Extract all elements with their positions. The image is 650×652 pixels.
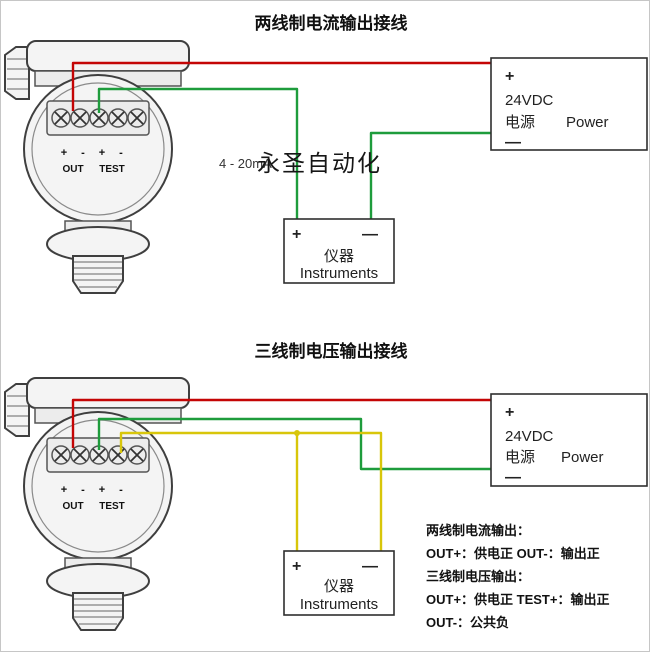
transmitter-device-1 xyxy=(4,40,190,294)
note-line-3: 三线制电压输出： xyxy=(426,569,530,584)
wire-yellow-signal-2 xyxy=(119,431,383,551)
power-label-en: Power xyxy=(561,449,604,466)
instrument-box-2: + — 仪器 Instruments xyxy=(283,550,395,616)
instrument-box-outline xyxy=(283,218,395,284)
instrument-label-cn: 仪器 xyxy=(324,578,354,595)
instrument-plus-label: + xyxy=(292,558,301,575)
wire-green-return-1 xyxy=(369,131,492,219)
terminal-label-out: OUT xyxy=(62,501,83,512)
note-line-1: 两线制电流输出： xyxy=(426,523,530,538)
wire-green-common-2 xyxy=(97,417,492,471)
note-line-2: OUT+：供电正 OUT-：输出正 xyxy=(426,546,600,561)
terminal-label-out: OUT xyxy=(62,164,83,175)
power-minus-label: — xyxy=(505,469,521,486)
power-box-outline xyxy=(490,57,648,151)
terminal-label-plus1: + xyxy=(61,147,67,159)
power-label-cn: 电源 xyxy=(505,449,535,466)
wire-junction-dot xyxy=(294,430,300,436)
instrument-plus-label: + xyxy=(292,226,301,243)
wire-red-supply-1 xyxy=(71,61,492,111)
instrument-box-outline xyxy=(283,550,395,616)
terminal-label-test: TEST xyxy=(99,164,125,175)
power-voltage-label: 24VDC xyxy=(505,92,554,109)
terminal-label-minus2: - xyxy=(119,147,123,159)
power-supply-box-1: + 24VDC 电源 Power — xyxy=(490,57,648,151)
wiring-notes: 两线制电流输出： OUT+：供电正 OUT-：输出正 三线制电压输出： OUT+… xyxy=(426,523,609,630)
diagram2-title: 三线制电压输出接线 xyxy=(255,341,408,361)
instrument-box-1: + — 仪器 Instruments xyxy=(283,218,395,284)
instrument-minus-label: — xyxy=(362,558,378,575)
instrument-label-cn: 仪器 xyxy=(324,248,354,265)
watermark-text: 永圣自动化 xyxy=(257,150,382,176)
power-minus-label: — xyxy=(505,134,521,151)
terminal-label-test: TEST xyxy=(99,501,125,512)
note-line-4: OUT+：供电正 TEST+：输出正 xyxy=(426,592,609,607)
terminal-label-minus2: - xyxy=(119,484,123,496)
instrument-minus-label: — xyxy=(362,226,378,243)
note-line-5: OUT-：公共负 xyxy=(426,615,509,630)
power-plus-label: + xyxy=(505,68,514,85)
power-label-en: Power xyxy=(566,114,609,131)
power-label-cn: 电源 xyxy=(505,114,535,131)
terminal-label-minus1: - xyxy=(81,147,85,159)
wire-red-supply-2 xyxy=(71,398,492,448)
instrument-label-en: Instruments xyxy=(300,265,378,282)
instrument-label-en: Instruments xyxy=(300,596,378,613)
terminal-label-plus1: + xyxy=(61,484,67,496)
power-plus-label: + xyxy=(505,404,514,421)
power-box-outline xyxy=(490,393,648,487)
transmitter-device-2 xyxy=(4,377,190,631)
signal-range-label: 4 - 20mA xyxy=(219,156,272,171)
diagram1-title: 两线制电流输出接线 xyxy=(255,13,408,33)
terminal-label-plus2: + xyxy=(99,147,105,159)
power-supply-box-2: + 24VDC 电源 Power — xyxy=(490,393,648,487)
power-voltage-label: 24VDC xyxy=(505,428,554,445)
terminal-label-minus1: - xyxy=(81,484,85,496)
terminal-label-plus2: + xyxy=(99,484,105,496)
wire-green-output-1 xyxy=(97,87,299,219)
